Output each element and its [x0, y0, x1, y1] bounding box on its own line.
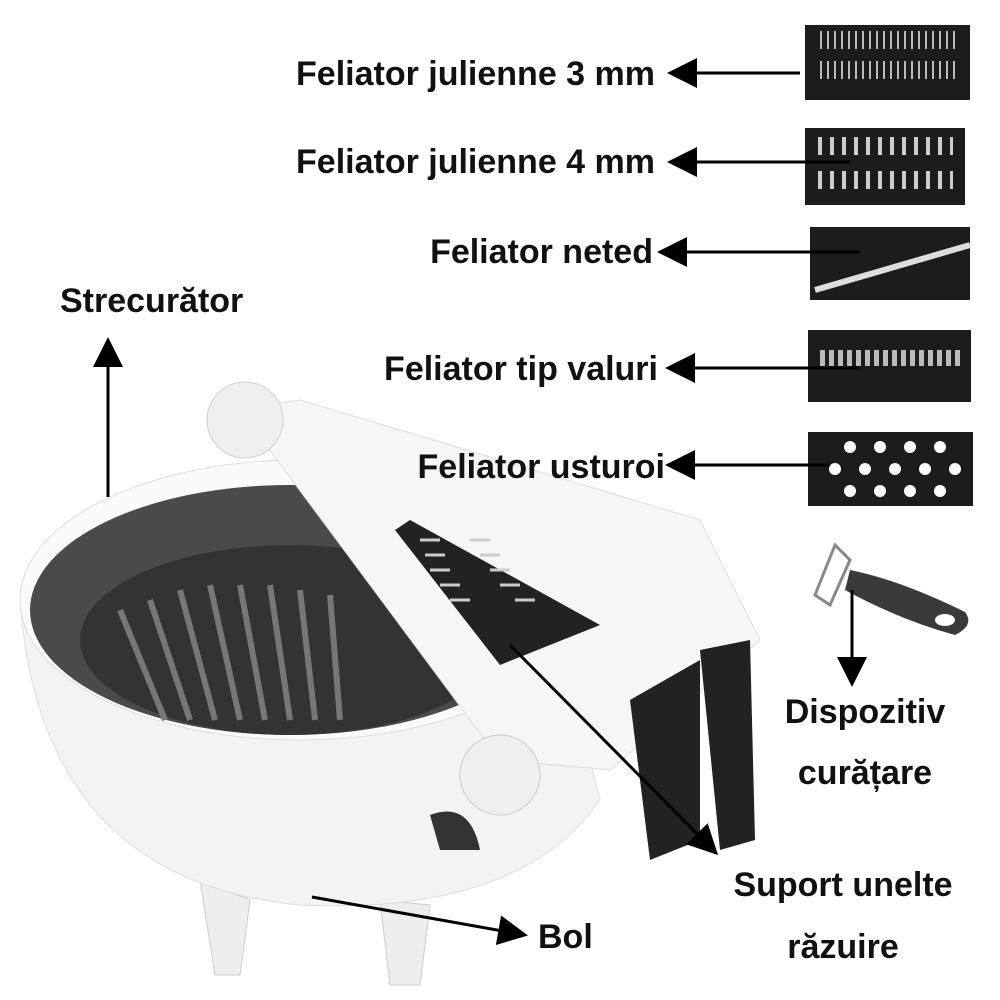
label-smooth-slicer: Feliator neted — [430, 233, 653, 271]
mounted-blade — [395, 520, 600, 665]
label-holder-line2: răzuire — [787, 928, 899, 966]
bowl — [19, 381, 761, 986]
blade-julienne-4mm — [805, 128, 965, 205]
label-holder-line1: Suport unelte — [733, 866, 953, 904]
peeler — [813, 542, 969, 635]
label-garlic-slicer: Feliator usturoi — [417, 448, 665, 486]
blade-julienne-3mm — [805, 25, 970, 100]
label-julienne-3mm: Feliator julienne 3 mm — [296, 55, 655, 93]
blade-garlic — [808, 432, 973, 506]
blade-wavy — [808, 330, 971, 402]
label-strainer: Strecurător — [60, 282, 244, 320]
label-peeler-line1: Dispozitiv — [784, 693, 946, 731]
label-bowl: Bol — [538, 918, 593, 956]
label-julienne-4mm: Feliator julienne 4 mm — [296, 143, 655, 181]
label-peeler-line2: curățare — [797, 754, 933, 792]
label-wavy-slicer: Feliator tip valuri — [384, 350, 658, 388]
pointer-arrows — [93, 58, 867, 946]
blade-smooth — [810, 227, 971, 300]
